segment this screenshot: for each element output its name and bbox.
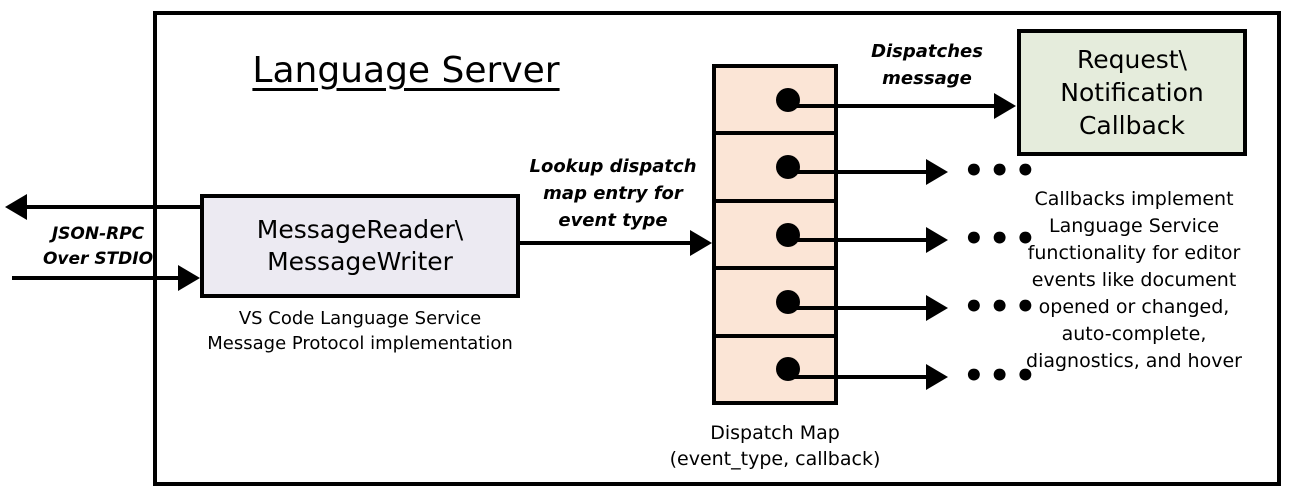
lookup-arrow-line — [519, 241, 692, 245]
json-rpc-label: JSON-RPC Over STDIO — [18, 222, 178, 272]
response-out-arrow-head — [5, 194, 27, 220]
lookup-arrow-head — [690, 230, 712, 256]
dispatch-map-caption: Dispatch Map (event_type, callback) — [645, 420, 905, 472]
callback-caption-line2: Language Service — [1048, 215, 1220, 237]
callback-caption: Callbacks implement Language Service fun… — [1010, 186, 1258, 375]
request-in-arrow-head — [178, 265, 200, 291]
dispatch-map-table[interactable] — [712, 64, 838, 405]
callback-pointer-dot-icon — [776, 289, 800, 314]
dispatch-stub-arrow-head — [926, 364, 948, 390]
lookup-dispatch-label-line2: map entry for — [543, 183, 683, 204]
callback-pointer-dot-icon — [776, 87, 800, 112]
lookup-dispatch-label-line1: Lookup dispatch — [529, 156, 697, 177]
response-out-line — [27, 205, 202, 209]
json-rpc-label-line2: Over STDIO — [42, 249, 154, 269]
lookup-dispatch-label: Lookup dispatch map entry for event type — [513, 153, 713, 234]
dispatches-message-line2: message — [882, 68, 972, 89]
callback-caption-line5: opened or changed, — [1038, 296, 1230, 318]
dispatch-map-caption-line2: (event_type, callback) — [669, 448, 881, 470]
callback-box-line2: Notification — [1060, 78, 1204, 107]
dispatch-callback-line — [782, 104, 996, 108]
dispatch-stub-line — [782, 238, 928, 242]
message-reader-label: MessageReader\ — [256, 215, 464, 244]
request-in-line — [12, 276, 182, 280]
dispatch-map-row[interactable] — [716, 270, 834, 338]
language-server-boundary — [153, 11, 1281, 486]
dispatch-map-row[interactable] — [716, 68, 834, 136]
callback-pointer-dot-icon — [776, 155, 800, 180]
json-rpc-label-line1: JSON-RPC — [51, 224, 145, 244]
callback-caption-line6: auto-complete, — [1061, 323, 1207, 345]
dispatch-stub-arrow-head — [926, 227, 948, 253]
message-reader-caption: VS Code Language Service Message Protoco… — [185, 306, 535, 356]
dispatch-callback-arrow-head — [994, 93, 1016, 119]
callback-pointer-dot-icon — [776, 222, 800, 247]
dispatch-map-caption-line1: Dispatch Map — [710, 422, 840, 444]
dispatch-stub-line — [782, 306, 928, 310]
message-reader-caption-line2: Message Protocol implementation — [207, 333, 513, 354]
dispatch-stub-line — [782, 170, 928, 174]
message-writer-label: MessageWriter — [267, 247, 453, 276]
diagram-title: Language Server — [252, 50, 560, 91]
callback-caption-line1: Callbacks implement — [1034, 188, 1234, 210]
lookup-dispatch-label-line3: event type — [558, 210, 668, 231]
callback-box-line1: Request\ — [1077, 45, 1187, 74]
dispatches-message-label: Dispatches message — [838, 38, 1016, 92]
dispatch-map-row[interactable] — [716, 203, 834, 271]
request-notification-callback-box[interactable]: Request\ Notification Callback — [1017, 29, 1247, 156]
dispatch-stub-arrow-head — [926, 295, 948, 321]
callback-caption-line4: events like document — [1031, 269, 1237, 291]
dispatch-stub-line — [782, 375, 928, 379]
ellipsis-icon: ••• — [963, 151, 1041, 191]
dispatch-map-row[interactable] — [716, 338, 834, 401]
callback-caption-line3: functionality for editor — [1027, 242, 1241, 264]
callback-caption-line7: diagnostics, and hover — [1026, 350, 1242, 372]
dispatch-map-row[interactable] — [716, 135, 834, 203]
message-reader-caption-line1: VS Code Language Service — [238, 308, 482, 329]
dispatches-message-line1: Dispatches — [871, 41, 983, 62]
callback-box-line3: Callback — [1078, 111, 1186, 140]
message-reader-writer-box[interactable]: MessageReader\ MessageWriter — [200, 194, 520, 298]
dispatch-stub-arrow-head — [926, 159, 948, 185]
